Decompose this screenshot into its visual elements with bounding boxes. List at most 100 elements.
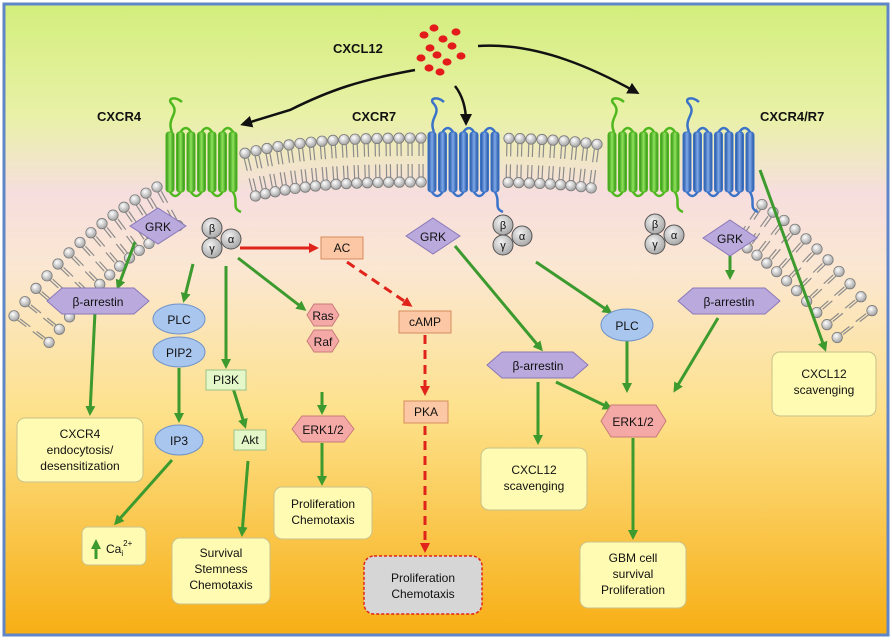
lipid-head [867, 305, 877, 315]
lipid-tail [343, 166, 344, 179]
lipid-tail [549, 166, 550, 179]
arrestin-text-right: β-arrestin [704, 295, 755, 309]
lipid-head [20, 297, 30, 307]
tm-helix [439, 132, 447, 192]
lipid-head [834, 266, 844, 276]
scavenging-right-line-2: scavenging [794, 383, 855, 397]
proliferation-camp-line-2: Chemotaxis [391, 587, 454, 601]
tm-helix [449, 132, 457, 192]
lipid-head [566, 180, 576, 190]
tm-helix [671, 132, 679, 192]
tm-helix [187, 132, 195, 192]
tm-helix [661, 132, 669, 192]
ac-text: AC [334, 241, 351, 255]
lipid-head [781, 276, 791, 286]
lipid-head [284, 140, 294, 150]
lipid-head [394, 177, 404, 187]
lipid-head [44, 337, 54, 347]
lipid-head [801, 234, 811, 244]
lipid-head [503, 177, 513, 187]
scavenging-middle-line-1: CXCL12 [511, 463, 557, 477]
tm-helix [481, 132, 489, 192]
cxcl12-dot [430, 24, 439, 31]
tm-helix [683, 132, 691, 192]
pi3k-text: PI3K [213, 373, 239, 387]
lipid-head [339, 135, 349, 145]
lipid-head [832, 332, 842, 342]
lipid-head [586, 183, 596, 193]
tm-helix [736, 132, 744, 192]
lipid-head [290, 183, 300, 193]
cxcl12-label: CXCL12 [333, 41, 383, 56]
lipid-head [42, 271, 52, 281]
tm-helix [208, 132, 216, 192]
lipid-head [352, 178, 362, 188]
tm-helix [629, 132, 637, 192]
tm-helix [428, 132, 436, 192]
lipid-head [845, 279, 855, 289]
g-subunit-label: β [500, 220, 506, 232]
tm-helix [640, 132, 648, 192]
lipid-head [856, 292, 866, 302]
lipid-head [331, 179, 341, 189]
cxcl12-dot [443, 58, 452, 65]
proliferation-left-line-2: Chemotaxis [291, 513, 354, 527]
lipid-head [405, 133, 415, 143]
tm-helix [608, 132, 616, 192]
cxcr4r7-label: CXCR4/R7 [760, 109, 824, 124]
cxcl12-dot [417, 54, 426, 61]
lipid-head [262, 143, 272, 153]
tm-helix [219, 132, 227, 192]
lipid-head [295, 138, 305, 148]
grk-text-left: GRK [145, 220, 171, 234]
lipid-head [372, 133, 382, 143]
lipid-head [273, 141, 283, 151]
endocytosis-line-1: CXCR4 [60, 427, 101, 441]
lipid-head [317, 136, 327, 146]
lipid-head [320, 180, 330, 190]
lipid-tail [542, 165, 543, 178]
lipid-tail [543, 144, 544, 157]
endocytosis-line-2: endocytosis/ [47, 443, 114, 457]
tm-helix [198, 132, 206, 192]
lipid-head [570, 137, 580, 147]
lipid-head [416, 133, 426, 143]
pka-text: PKA [414, 405, 438, 419]
tm-helix [694, 132, 702, 192]
survival-line-2: Stemness [194, 562, 247, 576]
lipid-head [130, 195, 140, 205]
g-subunit-label: α [671, 230, 678, 242]
lipid-head [581, 138, 591, 148]
lipid-head [504, 133, 514, 143]
lipid-head [270, 187, 280, 197]
erk-text-middle: ERK1/2 [612, 415, 654, 429]
tm-helix [704, 132, 712, 192]
lipid-head [524, 178, 534, 188]
lipid-head [64, 248, 74, 258]
arrestin-text-middle: β-arrestin [513, 359, 564, 373]
lipid-head [823, 255, 833, 265]
lipid-head [537, 134, 547, 144]
proliferation-box-camp[interactable] [364, 556, 482, 614]
g-subunit-label: β [209, 223, 215, 235]
endocytosis-line-3: desensitization [40, 459, 119, 473]
cxcl12-dot [425, 64, 434, 71]
gbm-line-1: GBM cell [609, 551, 658, 565]
cxcl12-dot [457, 52, 466, 59]
lipid-head [310, 181, 320, 191]
lipid-head [791, 286, 801, 296]
lipid-head [515, 133, 525, 143]
g-subunit-label: α [519, 231, 526, 243]
lipid-head [75, 237, 85, 247]
lipid-head [771, 266, 781, 276]
lipid-head [790, 224, 800, 234]
lipid-head [141, 188, 151, 198]
g-subunit-label: β [652, 219, 658, 231]
lipid-tail [354, 165, 355, 178]
lipid-head [383, 133, 393, 143]
proliferation-left-line-1: Proliferation [291, 497, 355, 511]
g-subunit-label: γ [500, 240, 506, 252]
lipid-tail [554, 145, 555, 158]
pip2-text: PIP2 [166, 346, 192, 360]
